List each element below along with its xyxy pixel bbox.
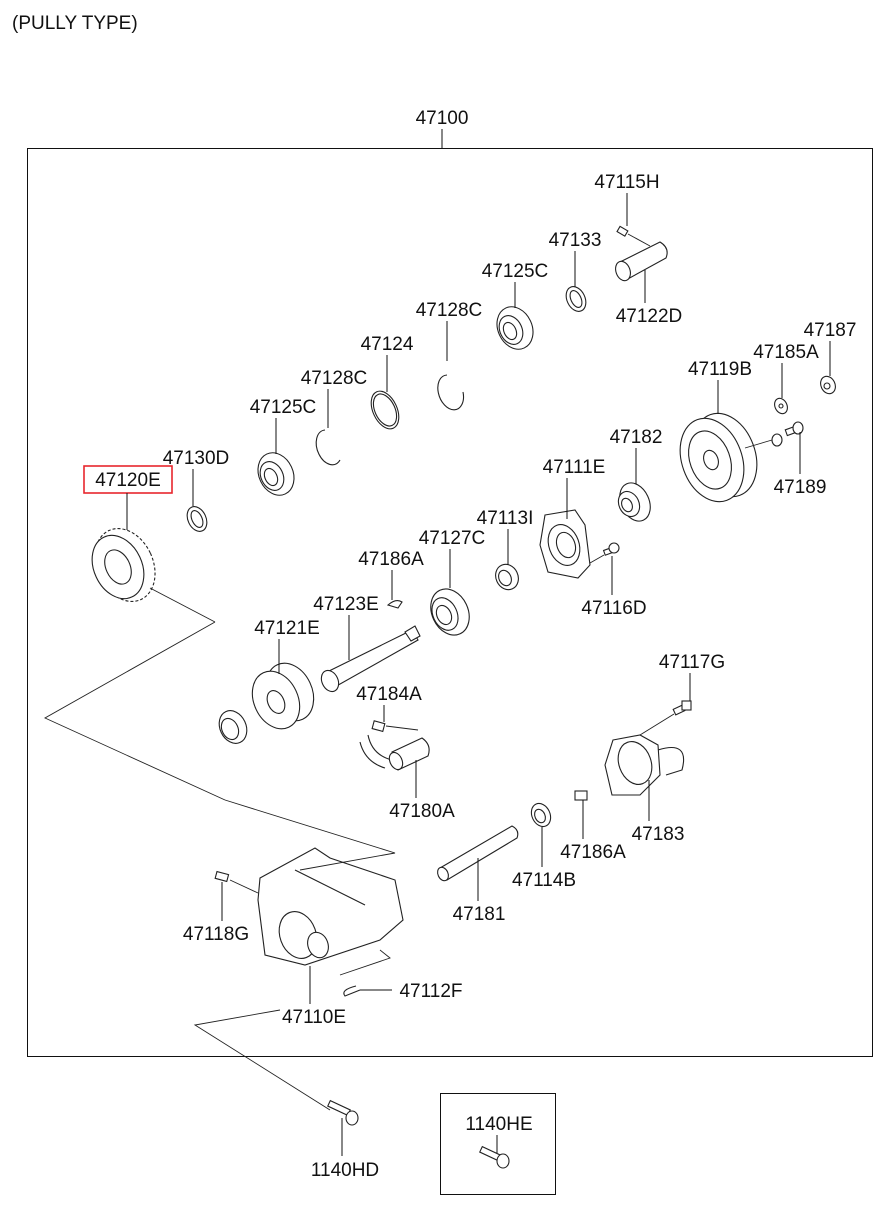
label-47115H[interactable]: 47115H <box>594 172 659 193</box>
label-47189[interactable]: 47189 <box>774 477 827 498</box>
label-47123E[interactable]: 47123E <box>313 594 379 615</box>
label-47116D[interactable]: 47116D <box>581 598 646 619</box>
label-47113I[interactable]: 47113I <box>477 508 534 529</box>
label-47120E[interactable]: 47120E <box>95 470 161 491</box>
flange-47182-part[interactable] <box>614 478 656 526</box>
label-47119B[interactable]: 47119B <box>688 359 752 380</box>
pin-47118G-part[interactable] <box>214 870 230 883</box>
housing-47110E-part[interactable] <box>257 847 404 966</box>
assembly-line <box>224 799 396 871</box>
assembly-line <box>44 621 226 801</box>
key-47186A-part[interactable] <box>386 599 403 609</box>
shaft-pin-47122D-part[interactable] <box>613 241 668 283</box>
bolt-47116D-part[interactable] <box>602 542 620 556</box>
gear-47120E-part[interactable] <box>82 519 166 612</box>
label-47125C-lower[interactable]: 47125C <box>250 397 317 418</box>
assembly-frame <box>27 148 873 1057</box>
ring-47124-part[interactable] <box>366 387 405 433</box>
label-47187[interactable]: 47187 <box>804 320 857 341</box>
gear-47121E-part[interactable] <box>243 656 322 737</box>
seal-47114B-part[interactable] <box>528 800 554 829</box>
bolt-1140HD-part[interactable] <box>327 1099 359 1126</box>
label-47117G[interactable]: 47117G <box>659 652 725 673</box>
assembly-line <box>385 725 419 731</box>
screw-47184A-part[interactable] <box>371 720 386 733</box>
bearing-47127C-part[interactable] <box>424 583 477 642</box>
housing-47111E-part[interactable] <box>539 509 591 579</box>
label-47186A-upper[interactable]: 47186A <box>358 549 424 570</box>
label-47133[interactable]: 47133 <box>549 230 602 251</box>
pulley-47119B-part[interactable] <box>669 404 768 510</box>
rod-47181-part[interactable] <box>436 825 519 882</box>
fork-47180A-part[interactable] <box>359 734 430 772</box>
bolt-47117G-part[interactable] <box>672 700 692 716</box>
washer-47185A-part[interactable] <box>772 396 790 416</box>
label-47122D[interactable]: 47122D <box>616 306 683 327</box>
bearing-47125C-lower-part[interactable] <box>251 447 300 501</box>
clip-47112F-part[interactable] <box>343 985 361 997</box>
label-47110E[interactable]: 47110E <box>282 1007 346 1028</box>
assembly-line <box>193 1009 331 1111</box>
cover-47183-part[interactable] <box>604 734 685 796</box>
label-47130D[interactable]: 47130D <box>163 448 230 469</box>
diagram-caption: (PULLY TYPE) <box>12 13 138 34</box>
label-47128C-lower[interactable]: 47128C <box>301 368 368 389</box>
label-47185A[interactable]: 47185A <box>753 342 819 363</box>
label-47125C-upper[interactable]: 47125C <box>482 261 549 282</box>
label-47112F[interactable]: 47112F <box>399 981 462 1002</box>
label-47182[interactable]: 47182 <box>610 427 663 448</box>
assembly-line <box>639 713 675 736</box>
bearing-47125C-upper-part[interactable] <box>490 301 539 355</box>
label-1140HD[interactable]: 1140HD <box>311 1160 379 1181</box>
seal-47113I-part[interactable] <box>492 561 523 594</box>
bearing-small-part[interactable] <box>214 706 252 748</box>
nut-47187-part[interactable] <box>818 374 838 396</box>
assembly-line <box>339 949 391 976</box>
washer-small-part[interactable] <box>771 433 783 447</box>
selected-part-highlight <box>83 465 173 494</box>
assembly-line <box>589 554 605 564</box>
label-47121E[interactable]: 47121E <box>254 618 320 639</box>
assembly-line <box>149 587 216 623</box>
label-47128C-upper[interactable]: 47128C <box>416 300 483 321</box>
label-47183[interactable]: 47183 <box>632 824 685 845</box>
label-47184A[interactable]: 47184A <box>356 684 422 705</box>
set-screw-47115H-part[interactable] <box>616 225 629 237</box>
label-47124[interactable]: 47124 <box>361 334 414 355</box>
assembly-line <box>744 439 773 449</box>
assembly-line <box>627 233 651 247</box>
label-47111E[interactable]: 47111E <box>543 457 606 478</box>
label-47118G[interactable]: 47118G <box>183 924 249 945</box>
washer-47130D-part[interactable] <box>183 503 210 534</box>
assembly-line <box>229 879 259 894</box>
label-47186A-lower[interactable]: 47186A <box>560 842 626 863</box>
bolt-1140HE-part[interactable] <box>479 1145 510 1169</box>
label-47180A[interactable]: 47180A <box>389 801 455 822</box>
optional-bolt-box <box>440 1093 556 1195</box>
washer-47133-part[interactable] <box>562 283 589 314</box>
label-47181[interactable]: 47181 <box>453 904 506 925</box>
label-47127C[interactable]: 47127C <box>419 528 486 549</box>
snap-ring-47128C-upper-part[interactable] <box>437 374 465 411</box>
bolt-47189-part[interactable] <box>784 421 804 437</box>
shaft-47123E-part[interactable] <box>318 625 421 694</box>
label-47100[interactable]: 47100 <box>416 108 469 129</box>
bolt-47186A-lower-part[interactable] <box>574 790 588 801</box>
label-47114B[interactable]: 47114B <box>512 870 576 891</box>
snap-ring-47128C-lower-part[interactable] <box>315 429 341 466</box>
label-1140HE[interactable]: 1140HE <box>465 1114 532 1135</box>
